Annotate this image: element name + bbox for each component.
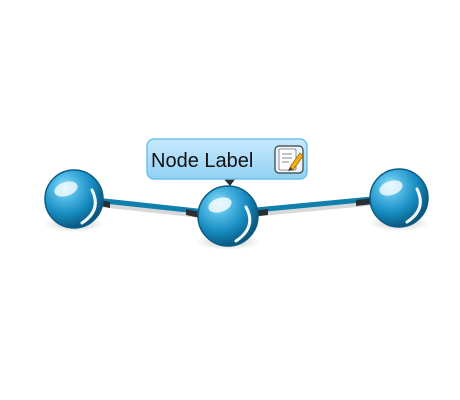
- node-center-highlight: [208, 197, 232, 213]
- edge-left-center-shadow: [91, 199, 201, 218]
- label-connector: [223, 178, 236, 186]
- node-label[interactable]: Node Label: [146, 138, 308, 180]
- node-left-highlight: [54, 181, 78, 197]
- edges: [91, 196, 376, 219]
- node-center[interactable]: [197, 185, 259, 247]
- edge-center-right[interactable]: [253, 196, 375, 213]
- node-left-rim: [80, 188, 97, 225]
- edge-center-right-shadow: [252, 198, 376, 217]
- edit-document-icon[interactable]: [274, 145, 304, 174]
- edge-left-center[interactable]: [92, 197, 200, 214]
- node-left[interactable]: [44, 169, 104, 229]
- node-label-box: [146, 138, 308, 180]
- node-center-rim: [234, 205, 252, 243]
- node-right[interactable]: [369, 168, 429, 228]
- node-right-highlight: [379, 180, 403, 196]
- node-right-rim: [405, 187, 422, 224]
- node-label-text: Node Label: [151, 150, 253, 172]
